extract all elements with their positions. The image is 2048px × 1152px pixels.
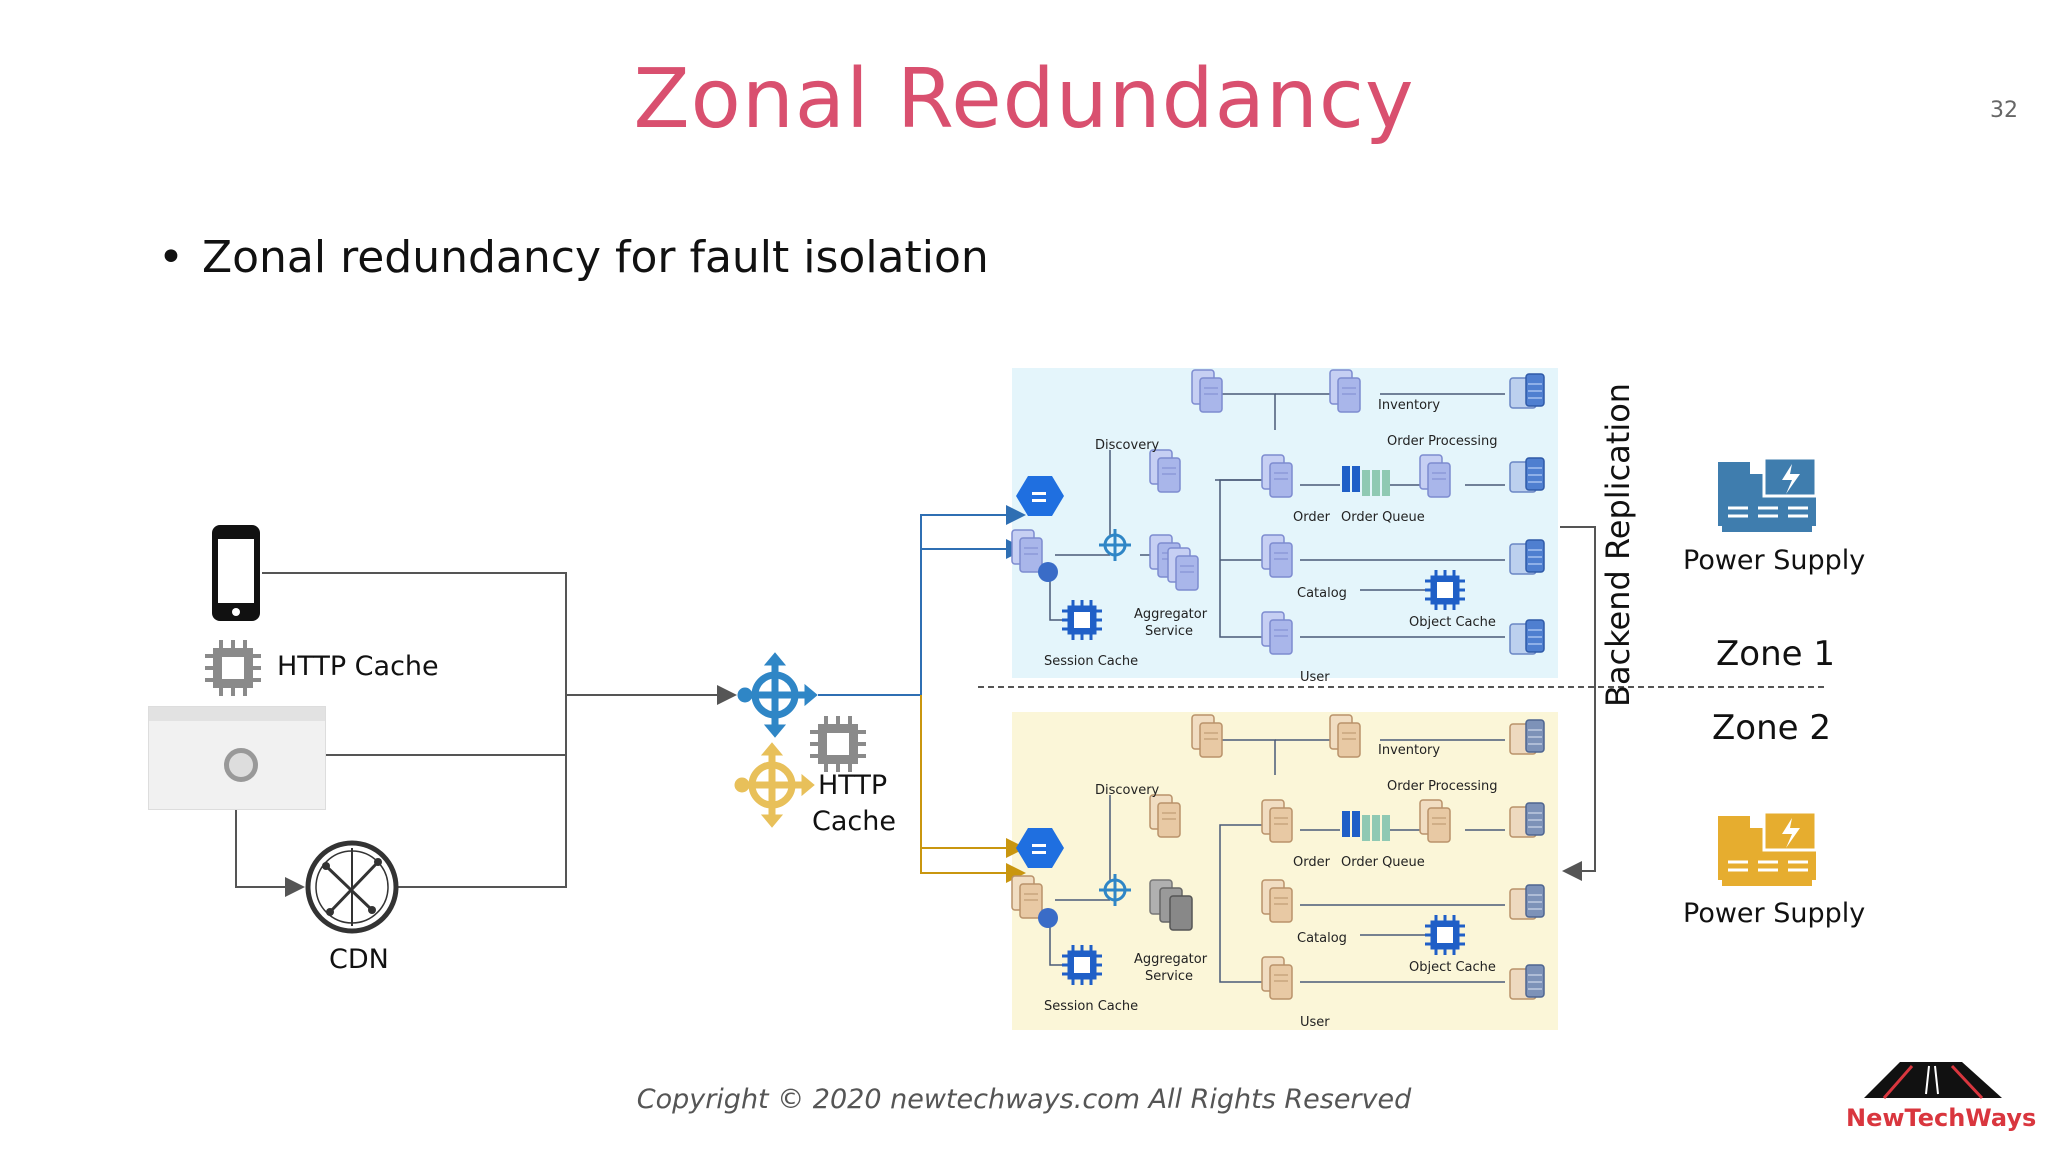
- zone1-top-server-icon: [1191, 369, 1223, 413]
- zone1-user-server-icon: [1261, 611, 1293, 655]
- lb-http-cache-chip-icon: [808, 714, 868, 774]
- bullet-point: • Zonal redundancy for fault isolation: [158, 232, 989, 283]
- web-browser-thumbnail: [148, 706, 326, 810]
- bullet-dot: •: [158, 232, 184, 283]
- zone1-order-server-icon: [1261, 454, 1293, 498]
- load-balancer-zone1-icon: [737, 652, 818, 738]
- zone2-order-processing-server-icon: [1419, 799, 1451, 843]
- cdn-globe-icon: [305, 840, 399, 934]
- zone1-catalog-db-icon: [1509, 539, 1545, 575]
- slide-title: Zonal Redundancy: [633, 52, 1415, 147]
- zone2-label: Zone 2: [1712, 708, 1831, 748]
- zone1-web-server-icon: [1011, 529, 1043, 573]
- power-supply-zone2-icon: [1718, 810, 1818, 886]
- zone1-discovery-server-icon: [1149, 449, 1181, 493]
- zone1-inventory-db-icon: [1509, 373, 1545, 409]
- zone2-order-queue-label: Order Queue: [1341, 855, 1425, 870]
- zone1-order-processing-server-icon: [1419, 454, 1451, 498]
- zone1-user-db-icon: [1509, 619, 1545, 655]
- zone1-object-cache-label: Object Cache: [1409, 615, 1496, 630]
- zone2-aggregator-server-icon: [1149, 879, 1193, 931]
- lb-http-cache-label-line2: Cache: [812, 806, 896, 837]
- zone1-order-label: Order: [1293, 510, 1330, 525]
- zone2-aggregator-label-line1: Aggregator: [1134, 952, 1208, 967]
- zone2-inventory-server-icon: [1329, 714, 1361, 758]
- browser-logo-icon: [224, 748, 258, 782]
- zone2-session-cache-icon: [1060, 943, 1104, 987]
- page-number: 32: [1990, 98, 2018, 123]
- zone2-inventory-label: Inventory: [1378, 743, 1441, 758]
- power-supply-zone1-icon: [1718, 456, 1818, 532]
- zone2-globe-icon: [1038, 908, 1058, 928]
- backend-replication-bracket: [1560, 526, 1596, 881]
- brand-logo-text: NewTechWays: [1846, 1104, 2037, 1132]
- power-supply-zone2-label: Power Supply: [1683, 898, 1866, 929]
- zone1-catalog-label: Catalog: [1297, 586, 1347, 601]
- zone-divider-line: [978, 686, 1824, 688]
- newtechways-logo-icon: [1864, 1062, 2002, 1100]
- zone1-discovery-label: Discovery: [1095, 438, 1160, 453]
- zone2-discovery-server-icon: [1149, 794, 1181, 838]
- browser-tab-bar: [149, 707, 325, 721]
- zone1-aggregator-lb-icon: [1099, 529, 1131, 561]
- zone1-inventory-label: Inventory: [1378, 398, 1441, 413]
- zone2-order-db-icon: [1509, 802, 1545, 838]
- bullet-text: Zonal redundancy for fault isolation: [201, 232, 989, 283]
- zone2-object-cache-label: Object Cache: [1409, 960, 1496, 975]
- zone2-inventory-db-icon: [1509, 719, 1545, 755]
- zone2-order-server-icon: [1261, 799, 1293, 843]
- zone2-order-label: Order: [1293, 855, 1330, 870]
- zone1-label: Zone 1: [1716, 634, 1835, 674]
- zone2-catalog-label: Catalog: [1297, 931, 1347, 946]
- http-cache-chip-icon: [203, 638, 263, 698]
- zone2-gateway-hexagon-icon: [1016, 828, 1064, 868]
- zone1-catalog-server-icon: [1261, 534, 1293, 578]
- zone1-user-label: User: [1300, 670, 1330, 685]
- zone1-order-queue-icon: [1342, 466, 1390, 496]
- zone2-order-queue-icon: [1342, 811, 1390, 841]
- client-connectors: [235, 572, 737, 897]
- zone2-user-db-icon: [1509, 964, 1545, 1000]
- cdn-label: CDN: [329, 944, 389, 975]
- zone2-discovery-label: Discovery: [1095, 783, 1160, 798]
- power-supply-zone1-label: Power Supply: [1683, 545, 1866, 576]
- zone2-catalog-db-icon: [1509, 884, 1545, 920]
- zone2-top-server-icon: [1191, 714, 1223, 758]
- zone2-services: [1011, 714, 1545, 1000]
- zone1-inventory-server-icon: [1329, 369, 1361, 413]
- zone1-globe-icon: [1038, 562, 1058, 582]
- zone2-user-server-icon: [1261, 956, 1293, 1000]
- zone1-services: [1011, 369, 1545, 655]
- zone1-session-cache-icon: [1060, 598, 1104, 642]
- zone2-session-cache-label: Session Cache: [1044, 999, 1139, 1014]
- zone1-session-cache-label: Session Cache: [1044, 654, 1139, 669]
- zone1-order-db-icon: [1509, 457, 1545, 493]
- zone1-aggregator-label-line2: Service: [1145, 624, 1194, 639]
- zone2-user-label: User: [1300, 1015, 1330, 1030]
- zone2-catalog-server-icon: [1261, 879, 1293, 923]
- zone1-aggregator-server-icon-2: [1167, 547, 1199, 591]
- lb-http-cache-label-line1: HTTP: [818, 770, 888, 801]
- zone1-aggregator-label-line1: Aggregator: [1134, 607, 1208, 622]
- copyright-footer: Copyright © 2020 newtechways.com All Rig…: [636, 1084, 1412, 1115]
- load-balancer-zone2-icon: [734, 742, 815, 828]
- zone2-aggregator-lb-icon: [1099, 874, 1131, 906]
- mobile-phone-icon: [212, 525, 260, 621]
- zone1-order-queue-label: Order Queue: [1341, 510, 1425, 525]
- zone1-order-processing-label: Order Processing: [1387, 434, 1498, 449]
- backend-replication-text: Backend Replication: [1599, 382, 1637, 707]
- client-http-cache-label: HTTP Cache: [277, 651, 439, 682]
- zone1-gateway-hexagon-icon: [1016, 476, 1064, 516]
- zone2-aggregator-label-line2: Service: [1145, 969, 1194, 984]
- zone2-web-server-icon: [1011, 875, 1043, 919]
- zone-routing-connectors: [818, 505, 1026, 883]
- zone2-object-cache-icon: [1423, 913, 1467, 957]
- zone1-object-cache-icon: [1423, 568, 1467, 612]
- zone2-order-processing-label: Order Processing: [1387, 779, 1498, 794]
